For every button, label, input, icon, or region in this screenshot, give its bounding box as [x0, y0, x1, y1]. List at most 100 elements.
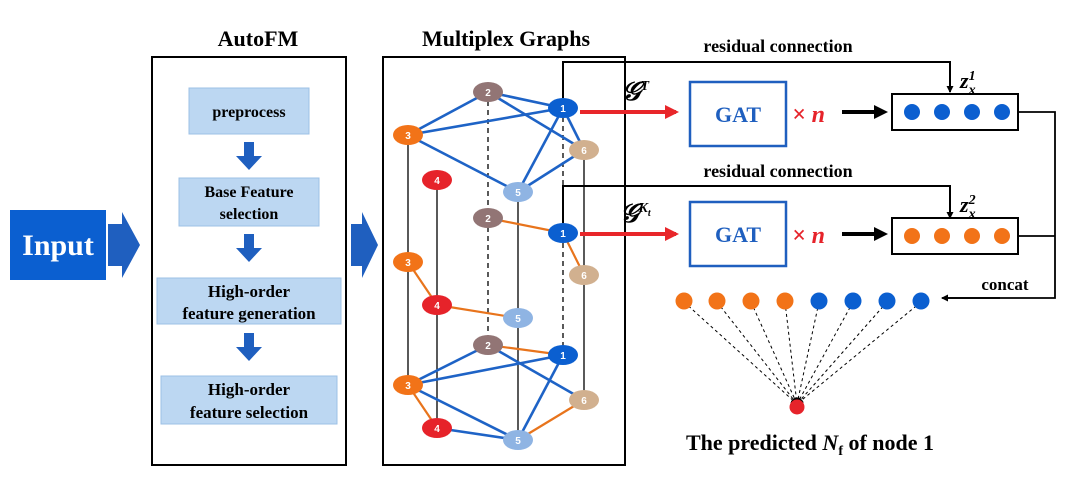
times-n-bottom: × n — [792, 223, 825, 249]
residual-connection-bottom — [562, 185, 954, 223]
top-layer-nodes — [393, 82, 599, 202]
graph-node-5 — [503, 430, 533, 450]
residual-connection-top — [562, 61, 954, 98]
concat-line-top — [946, 111, 1056, 299]
svg-text:4: 4 — [434, 176, 440, 187]
step-down-arrow-icon — [236, 234, 262, 262]
residual-label-top: residual connection — [703, 36, 852, 56]
concat-dot — [878, 292, 896, 310]
step-base-feature-selection — [178, 177, 320, 227]
prediction-section: The predicted Nf of node 1 — [675, 292, 934, 459]
svg-text:5: 5 — [515, 314, 521, 325]
graph-node-4 — [422, 170, 452, 190]
residual-label-bottom: residual connection — [703, 161, 852, 181]
concat-connector: concat — [941, 111, 1056, 302]
step-down-arrow-icon — [236, 142, 262, 170]
step-preprocess-label: preprocess — [212, 104, 285, 121]
svg-text:3: 3 — [405, 131, 411, 142]
concat-dot — [708, 292, 726, 310]
embedding-dot — [934, 104, 950, 120]
input-arrow-icon — [108, 212, 140, 278]
svg-text:6: 6 — [581, 146, 587, 157]
svg-text:2: 2 — [485, 341, 491, 352]
svg-text:1: 1 — [560, 351, 566, 362]
graph-node-2 — [473, 335, 503, 355]
embedding-dots-top — [904, 104, 1010, 120]
multiplex-panel: Multiplex Graphs — [382, 26, 626, 466]
graph-node-5 — [503, 308, 533, 328]
multiplex-frame — [382, 56, 626, 466]
prediction-edges — [683, 301, 922, 405]
autofm-title: AutoFM — [218, 26, 299, 51]
bottom-layer-nodes — [393, 335, 599, 450]
step-generation-label-1: High-order — [208, 282, 291, 301]
graph-node-4 — [422, 418, 452, 438]
step-high-order-generation — [156, 277, 342, 325]
embedding-dot — [964, 104, 980, 120]
z-label-bottom: zx2 — [959, 192, 976, 222]
graph-node-2 — [473, 208, 503, 228]
graph-node-6 — [569, 390, 599, 410]
step-selection-label-1: High-order — [208, 380, 291, 399]
concatenated-vector — [675, 292, 930, 310]
concat-dot — [810, 292, 828, 310]
svg-text:5: 5 — [515, 188, 521, 199]
svg-text:4: 4 — [434, 301, 440, 312]
concat-dot — [844, 292, 862, 310]
svg-text:2: 2 — [485, 88, 491, 99]
graph-symbol-top: 𝒢T — [622, 77, 651, 106]
svg-text:6: 6 — [581, 271, 587, 282]
graph-node-5 — [503, 182, 533, 202]
graph-node-6 — [569, 140, 599, 160]
embedding-dot — [904, 104, 920, 120]
node-number-labels: 1 2 3 4 5 6 1 2 3 4 5 6 1 2 3 4 5 6 — [405, 88, 587, 447]
step-selection-label-2: feature selection — [190, 403, 309, 422]
prediction-caption: The predicted Nf of node 1 — [686, 430, 934, 459]
svg-text:5: 5 — [515, 436, 521, 447]
gat-label-bottom: GAT — [715, 222, 761, 247]
step-down-arrow-icon — [236, 333, 262, 361]
concat-dot — [912, 292, 930, 310]
svg-text:1: 1 — [560, 229, 566, 240]
bottom-branch: residual connection 𝒢Kt GAT × n zx2 — [562, 161, 1019, 268]
svg-text:2: 2 — [485, 214, 491, 225]
autofm-panel: AutoFM preprocess Base Feature selection… — [151, 26, 347, 466]
middle-layer-nodes — [393, 208, 599, 328]
concat-dot — [776, 292, 794, 310]
z-label-top: zx1 — [959, 68, 976, 98]
svg-text:1: 1 — [560, 104, 566, 115]
step-high-order-selection — [160, 375, 338, 425]
autofm-frame — [151, 56, 347, 466]
graph-symbol-bottom: 𝒢Kt — [620, 199, 652, 228]
embedding-dots-bottom — [904, 228, 1010, 244]
graph-node-3 — [393, 252, 423, 272]
embedding-dot — [994, 104, 1010, 120]
svg-text:6: 6 — [581, 396, 587, 407]
graph-node-3 — [393, 125, 423, 145]
embedding-dot — [964, 228, 980, 244]
to-multiplex-arrow-icon — [351, 212, 378, 278]
graph-node-1 — [548, 345, 578, 365]
top-branch: residual connection 𝒢T GAT × n zx1 — [562, 36, 1019, 148]
gat-label-top: GAT — [715, 102, 761, 127]
prediction-node — [789, 399, 805, 415]
graph-node-1 — [548, 223, 578, 243]
gat-box-bottom — [688, 200, 788, 268]
graph-node-3 — [393, 375, 423, 395]
svg-text:3: 3 — [405, 258, 411, 269]
step-base-feature-label-2: selection — [220, 206, 279, 223]
graph-node-6 — [569, 265, 599, 285]
gat-box-top — [688, 80, 788, 148]
graph-node-4 — [422, 295, 452, 315]
svg-text:3: 3 — [405, 381, 411, 392]
input-label: Input — [22, 229, 94, 262]
step-preprocess — [188, 87, 310, 135]
embedding-dot — [934, 228, 950, 244]
times-n-top: × n — [792, 102, 825, 128]
embedding-dot — [994, 228, 1010, 244]
svg-text:4: 4 — [434, 424, 440, 435]
input-block: Input — [10, 210, 140, 280]
step-generation-label-2: feature generation — [182, 304, 316, 323]
